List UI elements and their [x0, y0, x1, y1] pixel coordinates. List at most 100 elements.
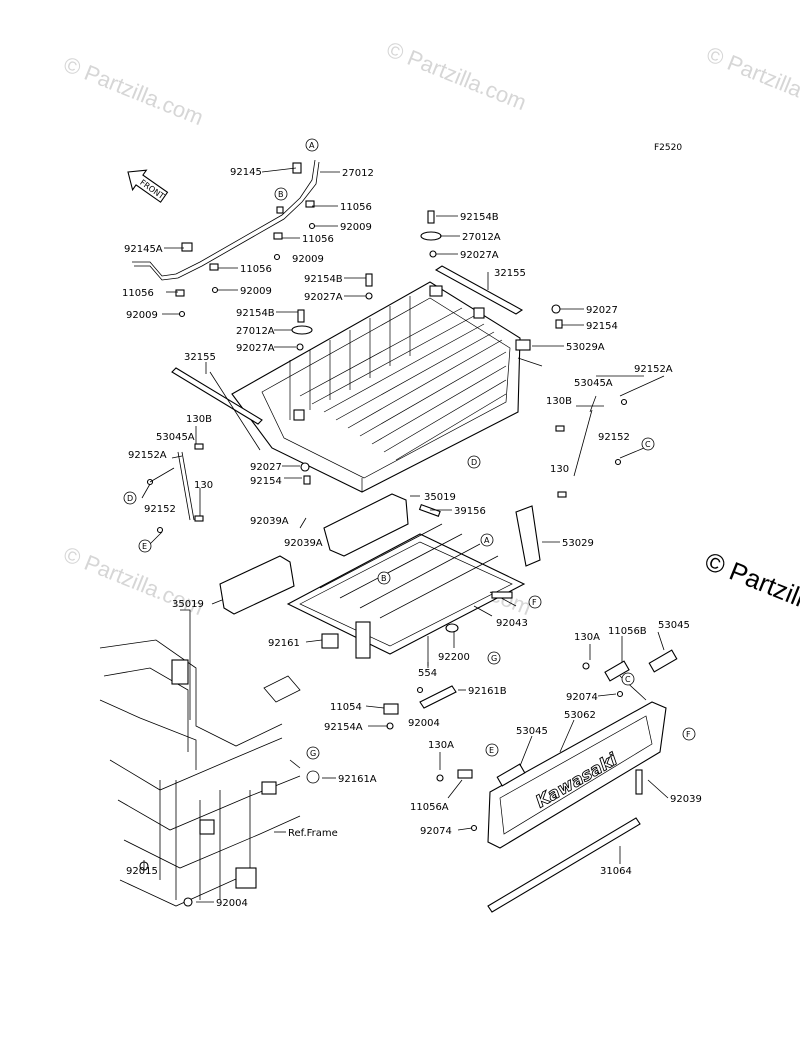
part-label: 92161A	[338, 774, 377, 785]
watermark: © Partzilla.com	[703, 41, 800, 120]
front-arrow-icon: FRONT	[127, 169, 169, 203]
rail-32155-left	[171, 367, 263, 425]
watermark: © Partzilla.com	[383, 36, 530, 115]
part-label: 92154B	[236, 308, 275, 319]
part-label: 554	[418, 668, 437, 679]
callout-a: A	[484, 536, 490, 545]
part-label: 11056A	[410, 802, 449, 813]
part-label: 11056B	[608, 626, 647, 637]
callout-f: F	[532, 598, 537, 607]
callout-e: E	[142, 542, 147, 551]
part-label: 92074	[566, 692, 598, 703]
part-label: 92145	[230, 167, 262, 178]
part-label: 92004	[216, 898, 248, 909]
part-label: 92027	[250, 462, 282, 473]
part-label: 92154B	[460, 212, 499, 223]
part-label: 92200	[438, 652, 470, 663]
part-label: 92027A	[304, 292, 343, 303]
callout-a: A	[309, 141, 315, 150]
callout-g: G	[310, 749, 316, 758]
sub-frame	[286, 503, 541, 666]
part-labels: 92145 27012 11056 92009 11056 92145A 110…	[122, 167, 702, 909]
part-label: 53045	[658, 620, 690, 631]
callout-e: E	[489, 746, 494, 755]
part-label: 11056	[122, 288, 154, 299]
part-label: 39156	[454, 506, 486, 517]
part-label: 92039	[670, 794, 702, 805]
part-label: 92152A	[128, 450, 167, 461]
part-label: 53045A	[574, 378, 613, 389]
part-label: 11056	[302, 234, 334, 245]
part-label: 32155	[184, 352, 216, 363]
part-label: 92154	[586, 321, 618, 332]
rail-32155-right	[434, 265, 524, 315]
watermark: © Partzilla.com	[60, 51, 207, 130]
callout-markers: A B D C D E A B F G C E F G	[123, 138, 696, 760]
part-label: 11054	[330, 702, 362, 713]
side-cable-right	[555, 395, 628, 498]
callout-b: B	[278, 190, 284, 199]
part-label: 92009	[292, 254, 324, 265]
part-label: 35019	[172, 599, 204, 610]
part-label: 32155	[494, 268, 526, 279]
part-label: 92009	[340, 222, 372, 233]
callout-d: D	[127, 494, 133, 503]
part-label: 92027A	[236, 343, 275, 354]
part-label: 92039A	[284, 538, 323, 549]
main-frame	[99, 609, 320, 907]
callout-c: C	[625, 675, 631, 684]
part-label: 130	[194, 480, 213, 491]
part-label: 92152A	[634, 364, 673, 375]
panel-35019-lower	[219, 555, 295, 615]
part-label: 11056	[240, 264, 272, 275]
part-label: 92145A	[124, 244, 163, 255]
part-label: 92161	[268, 638, 300, 649]
callout-b: B	[381, 574, 387, 583]
part-label: 92004	[408, 718, 440, 729]
part-label: 92009	[126, 310, 158, 321]
part-label: 92043	[496, 618, 528, 629]
callout-f: F	[686, 730, 691, 739]
cable-assembly	[132, 159, 320, 318]
part-label: 35019	[424, 492, 456, 503]
part-label: 92074	[420, 826, 452, 837]
callout-g: G	[491, 654, 497, 663]
part-label: 130A	[428, 740, 454, 751]
part-label: 53062	[564, 710, 596, 721]
part-label: 27012	[342, 168, 374, 179]
leader-lines	[141, 167, 669, 903]
part-label: 130A	[574, 632, 600, 643]
part-label: 31064	[600, 866, 632, 877]
callout-c: C	[645, 440, 651, 449]
part-label: 92027	[586, 305, 618, 316]
cargo-bed	[231, 281, 531, 493]
part-label: 11056	[340, 202, 372, 213]
part-label: 27012A	[236, 326, 275, 337]
part-label: 92152	[598, 432, 630, 443]
part-label: 92152	[144, 504, 176, 515]
part-label: 92154	[250, 476, 282, 487]
part-label: 130	[550, 464, 569, 475]
ref-frame-label: Ref.Frame	[288, 828, 338, 839]
panel-35019-upper	[323, 493, 409, 557]
part-label: 92009	[240, 286, 272, 297]
callout-d: D	[471, 458, 477, 467]
part-label: 92015	[126, 866, 158, 877]
rod-31064	[487, 817, 641, 913]
part-label: 130B	[546, 396, 572, 407]
part-label: 53029	[562, 538, 594, 549]
watermark-right: © Partzill	[701, 546, 800, 613]
part-label: 53029A	[566, 342, 605, 353]
part-label: 27012A	[462, 232, 501, 243]
part-label: 92027A	[460, 250, 499, 261]
brackets-lower-center	[383, 685, 457, 730]
part-label: 92039A	[250, 516, 289, 527]
diagram-code: F2520	[654, 143, 682, 153]
part-label: 130B	[186, 414, 212, 425]
part-label: 92154B	[304, 274, 343, 285]
part-label: 53045A	[156, 432, 195, 443]
tailgate: Kawasaki	[436, 649, 678, 849]
part-label: 53045	[516, 726, 548, 737]
part-label: 92161B	[468, 686, 507, 697]
